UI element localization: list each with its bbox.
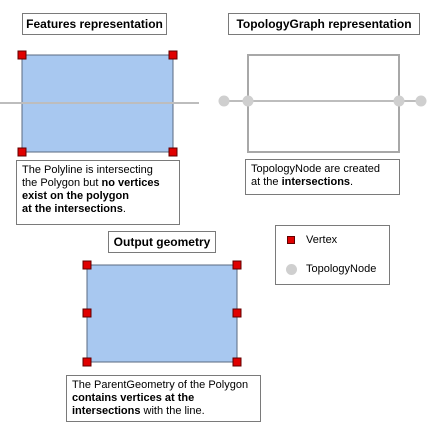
topology-node <box>242 95 254 107</box>
vertex-marker <box>17 147 27 157</box>
topology-node <box>415 95 427 107</box>
legend: Vertex TopologyNode <box>275 225 390 285</box>
topology-outline <box>247 54 400 153</box>
note-text-segment: exist on the polygon <box>22 190 129 202</box>
topology-diagram <box>218 54 427 153</box>
features-diagram <box>0 50 199 157</box>
vertex-marker <box>82 357 92 367</box>
note-text-segment: contains vertices at the <box>72 392 195 404</box>
red-square-icon <box>284 233 298 247</box>
vertex-marker <box>82 260 92 270</box>
vertex-marker <box>232 357 242 367</box>
features-title: Features representation <box>22 13 167 35</box>
vertex-marker <box>232 308 242 318</box>
note-text-segment: with the line. <box>140 405 205 417</box>
output-diagram <box>82 260 242 367</box>
output-title: Output geometry <box>108 231 216 253</box>
note-text-segment: at the intersections <box>22 203 123 215</box>
note-text-segment: intersections <box>72 405 141 417</box>
note-text-segment: intersections <box>281 176 351 188</box>
legend-vertex-label: Vertex <box>306 234 338 246</box>
topology-node <box>393 95 405 107</box>
note-text-segment: at the <box>251 176 282 188</box>
note-text-segment: . <box>122 203 126 215</box>
note-text-segment: . <box>350 176 354 188</box>
vertex-marker <box>82 308 92 318</box>
vertex-marker <box>168 147 178 157</box>
vertex-marker <box>17 50 27 60</box>
note-text-segment: TopologyNode are created <box>251 163 381 175</box>
legend-node-label: TopologyNode <box>306 263 377 275</box>
note-text-segment: the Polygon but <box>22 177 102 189</box>
note-text-segment: The Polyline is intersecting <box>22 164 153 176</box>
gray-circle-icon <box>284 262 298 276</box>
topology-node <box>218 95 230 107</box>
legend-node-row: TopologyNode <box>284 262 376 276</box>
vertex-marker <box>232 260 242 270</box>
output-polygon <box>86 264 238 363</box>
legend-vertex-row: Vertex <box>284 233 337 247</box>
vertex-marker <box>168 50 178 60</box>
note-text-segment: no vertices <box>101 177 160 189</box>
topology-title: TopologyGraph representation <box>228 13 420 35</box>
note-text-segment: The ParentGeometry of the Polygon <box>72 379 249 391</box>
